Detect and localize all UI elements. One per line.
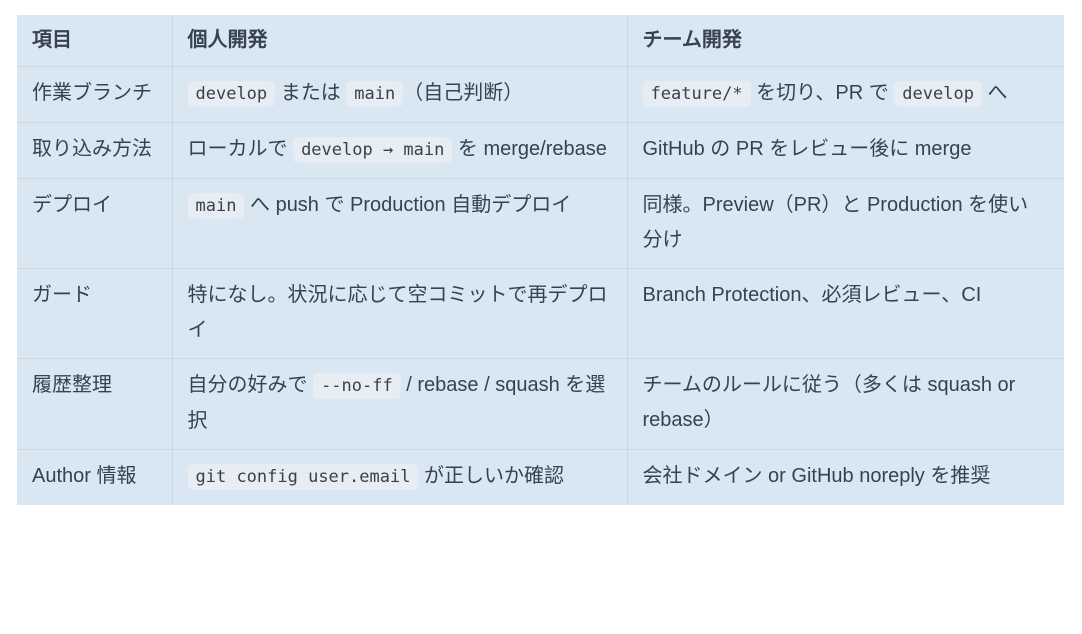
cell-team: feature/* を切り、PR で develop へ bbox=[627, 66, 1064, 123]
table-row: 取り込み方法ローカルで develop → main を merge/rebas… bbox=[17, 122, 1064, 179]
inline-code: develop → main bbox=[293, 137, 453, 163]
column-header-2: チーム開発 bbox=[627, 15, 1064, 67]
cell-text: 自分の好みで bbox=[187, 374, 314, 396]
cell-text: 同様。Preview（PR）と Production を使い分け bbox=[642, 194, 1029, 251]
header-row: 項目個人開発チーム開発 bbox=[17, 15, 1064, 67]
inline-code: main bbox=[346, 81, 404, 107]
cell-team: チームのルールに従う（多くは squash or rebase） bbox=[627, 358, 1064, 450]
cell-text: 会社ドメイン or GitHub noreply を推奨 bbox=[642, 465, 991, 487]
cell-personal: main へ push で Production 自動デプロイ bbox=[172, 178, 628, 269]
column-header-1: 個人開発 bbox=[172, 15, 628, 67]
cell-text: へ push で Production 自動デプロイ bbox=[244, 194, 572, 216]
cell-personal: git config user.email が正しいか確認 bbox=[172, 449, 628, 505]
cell-text: が正しいか確認 bbox=[418, 465, 564, 487]
cell-team: Branch Protection、必須レビュー、CI bbox=[627, 268, 1064, 359]
cell-text: または bbox=[275, 82, 347, 104]
row-header: 履歴整理 bbox=[17, 358, 173, 450]
row-header: ガード bbox=[17, 268, 173, 359]
row-header: 取り込み方法 bbox=[17, 122, 173, 179]
inline-code: --no-ff bbox=[313, 373, 401, 399]
cell-text: ローカルで bbox=[187, 138, 294, 160]
cell-text: チームのルールに従う（多くは squash or rebase） bbox=[642, 374, 1016, 431]
inline-code: develop bbox=[894, 81, 982, 107]
cell-personal: develop または main（自己判断） bbox=[172, 66, 628, 123]
cell-text: Branch Protection、必須レビュー、CI bbox=[642, 284, 982, 306]
cell-personal: 自分の好みで --no-ff / rebase / squash を選択 bbox=[172, 358, 628, 450]
row-header: デプロイ bbox=[17, 178, 173, 269]
cell-text: GitHub の PR をレビュー後に merge bbox=[642, 138, 972, 160]
inline-code: main bbox=[187, 193, 245, 219]
cell-personal: 特になし。状況に応じて空コミットで再デプロイ bbox=[172, 268, 628, 359]
cell-text: / rebase / squash を選択 bbox=[187, 374, 606, 432]
cell-personal: ローカルで develop → main を merge/rebase bbox=[172, 122, 628, 179]
row-header: Author 情報 bbox=[17, 449, 173, 505]
cell-text: を切り、PR で bbox=[750, 82, 895, 104]
cell-team: 同様。Preview（PR）と Production を使い分け bbox=[627, 178, 1064, 269]
column-header-0: 項目 bbox=[17, 15, 173, 67]
cell-text: を merge/rebase bbox=[452, 138, 607, 160]
inline-code: git config user.email bbox=[187, 464, 419, 490]
row-header: 作業ブランチ bbox=[17, 66, 173, 123]
cell-team: GitHub の PR をレビュー後に merge bbox=[627, 122, 1064, 179]
cell-text: へ bbox=[981, 82, 1008, 104]
cell-text: 特になし。状況に応じて空コミットで再デプロイ bbox=[187, 284, 608, 341]
inline-code: develop bbox=[187, 81, 276, 107]
inline-code: feature/* bbox=[642, 81, 751, 107]
cell-text: （自己判断） bbox=[403, 82, 524, 104]
cell-team: 会社ドメイン or GitHub noreply を推奨 bbox=[627, 450, 1064, 506]
table-row: 履歴整理自分の好みで --no-ff / rebase / squash を選択… bbox=[17, 358, 1064, 450]
table-row: ガード特になし。状況に応じて空コミットで再デプロイ Branch Protecti… bbox=[17, 268, 1064, 359]
